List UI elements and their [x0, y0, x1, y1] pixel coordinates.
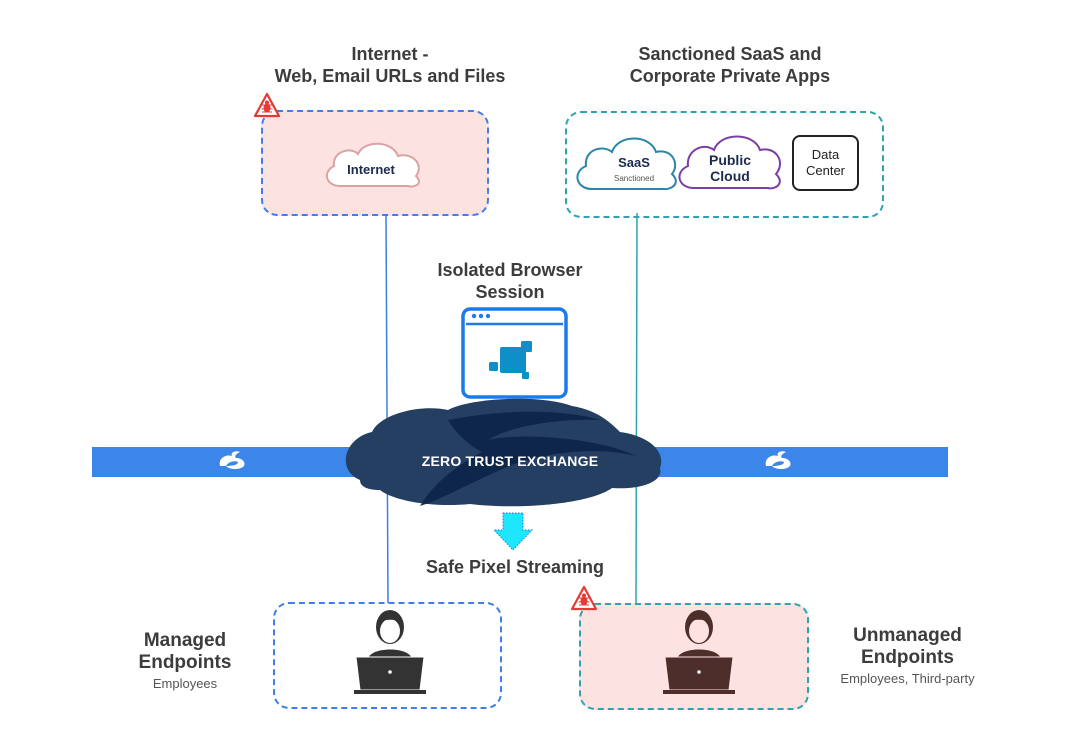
unmanaged-endpoints-label: Unmanaged Endpoints Employees, Third-par… — [815, 625, 1000, 686]
zero-trust-exchange-label: ZERO TRUST EXCHANGE — [421, 453, 599, 469]
internet-title-line2: Web, Email URLs and Files — [274, 66, 506, 86]
apps-title-line1: Sanctioned SaaS and — [638, 44, 822, 64]
safe-pixel-streaming-label: Safe Pixel Streaming — [425, 557, 605, 577]
isolation-title-line2: Session — [475, 282, 545, 302]
apps-connector — [635, 212, 638, 606]
apps-title-line2: Corporate Private Apps — [629, 66, 831, 86]
unmanaged-endpoint-zone — [579, 603, 809, 710]
unmanaged-title-line1: Unmanaged — [853, 625, 962, 646]
data-center-box: Data Center — [792, 135, 859, 191]
internet-connector — [385, 212, 389, 604]
unmanaged-title-line2: Endpoints — [861, 647, 954, 668]
managed-title-line2: Endpoints — [138, 652, 232, 673]
public-cloud-line2: Cloud — [710, 168, 750, 184]
internet-group-title: Internet - Web, Email URLs and Files — [250, 43, 530, 87]
data-center-line2: Center — [805, 163, 846, 178]
managed-endpoint-zone — [273, 602, 502, 709]
internet-title-line1: Internet - — [351, 44, 429, 64]
isolation-title-line1: Isolated Browser — [437, 260, 583, 280]
saas-label: SaaS — [618, 155, 650, 170]
data-center-line1: Data — [811, 147, 840, 162]
public-cloud-line1: Public — [708, 152, 751, 168]
managed-subtitle: Employees — [152, 676, 218, 691]
isolation-title: Isolated Browser Session — [400, 259, 620, 303]
managed-endpoints-label: Managed Endpoints Employees — [120, 630, 250, 691]
managed-title-line1: Managed — [143, 630, 227, 651]
unmanaged-subtitle: Employees, Third-party — [840, 671, 975, 686]
apps-zone — [565, 111, 884, 218]
internet-cloud-label: Internet — [347, 162, 395, 177]
public-cloud-label: Public Cloud — [690, 152, 770, 184]
saas-sublabel: Sanctioned — [613, 174, 655, 183]
apps-group-title: Sanctioned SaaS and Corporate Private Ap… — [580, 43, 880, 87]
